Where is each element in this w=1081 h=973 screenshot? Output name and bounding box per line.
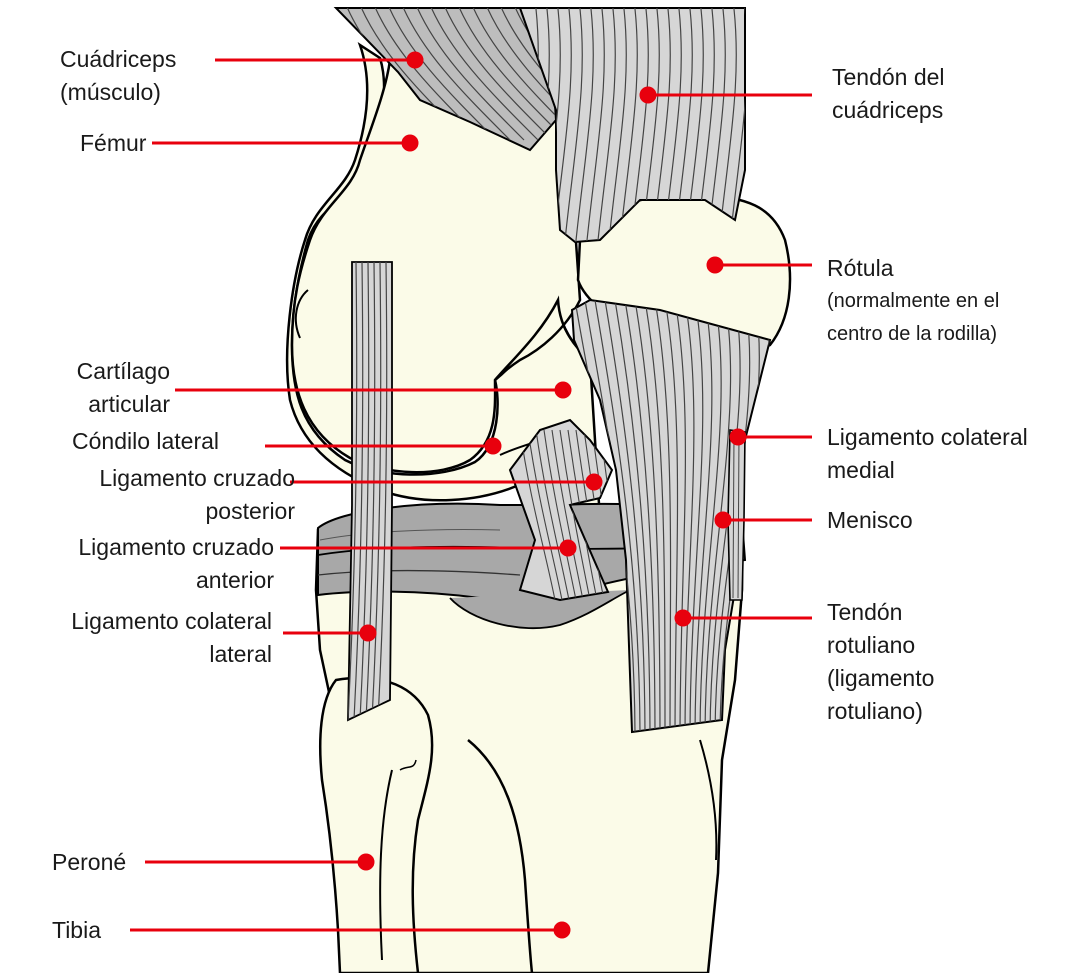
label-cuadriceps-line1: Cuádriceps [60,43,176,76]
label-femur: Fémur [80,127,146,160]
label-rotula-line1: Rótula [827,252,999,285]
leader-dot-menisco [716,513,730,527]
label-rotula-line3: centro de la rodilla) [827,318,999,351]
label-condilo-line1: Cóndilo lateral [72,425,219,458]
label-condilo: Cóndilo lateral [72,425,219,458]
label-tendon-cuadriceps: Tendón del cuádriceps [832,61,945,127]
label-lca-line1: Ligamento cruzado [78,531,274,564]
label-tendon-rotuliano-line3: (ligamento [827,662,934,695]
label-lcl: Ligamento colateral lateral [71,605,272,671]
leader-dot-cartilago [556,383,570,397]
label-tendon-rotuliano: Tendón rotuliano (ligamento rotuliano) [827,596,934,728]
leader-dot-rotula [708,258,722,272]
leader-dot-tendon-rotuliano [676,611,690,625]
label-cartilago-line1: Cartílago [77,355,170,388]
label-perone: Peroné [52,846,126,879]
leader-dot-condilo [486,439,500,453]
leader-dot-cuadriceps [408,53,422,67]
leader-dot-femur [403,136,417,150]
label-femur-line1: Fémur [80,127,146,160]
label-lcm: Ligamento colateral medial [827,421,1028,487]
label-lcp-line2: posterior [99,495,295,528]
label-cartilago-line2: articular [77,388,170,421]
medial-collateral-ligament [728,430,745,600]
leader-dot-lcl [361,626,375,640]
label-tendon-rotuliano-line4: rotuliano) [827,695,934,728]
label-tendon-rotuliano-line1: Tendón [827,596,934,629]
label-menisco-line1: Menisco [827,504,913,537]
leader-dot-tibia [555,923,569,937]
label-lca-line2: anterior [78,564,274,597]
label-lca: Ligamento cruzado anterior [78,531,274,597]
label-tibia: Tibia [52,914,101,947]
label-lcm-line2: medial [827,454,1028,487]
leader-dot-tendon-cuadriceps [641,88,655,102]
label-tendon-rotuliano-line2: rotuliano [827,629,934,662]
label-lcm-line1: Ligamento colateral [827,421,1028,454]
label-rotula: Rótula (normalmente en el centro de la r… [827,252,999,351]
label-cuadriceps-line2: (músculo) [60,76,176,109]
label-lcp: Ligamento cruzado posterior [99,462,295,528]
label-rotula-line2: (normalmente en el [827,285,999,318]
label-lcl-line1: Ligamento colateral [71,605,272,638]
lateral-collateral-ligament [348,262,392,720]
leader-dot-perone [359,855,373,869]
leader-dot-lca [561,541,575,555]
label-perone-line1: Peroné [52,846,126,879]
label-cartilago: Cartílago articular [77,355,170,421]
label-lcl-line2: lateral [71,638,272,671]
label-menisco: Menisco [827,504,913,537]
leader-dot-lcm [731,430,745,444]
label-tendon-cuadriceps-line1: Tendón del [832,61,945,94]
leader-dot-lcp [587,475,601,489]
label-lcp-line1: Ligamento cruzado [99,462,295,495]
label-tibia-line1: Tibia [52,914,101,947]
label-tendon-cuadriceps-line2: cuádriceps [832,94,945,127]
label-cuadriceps: Cuádriceps (músculo) [60,43,176,109]
